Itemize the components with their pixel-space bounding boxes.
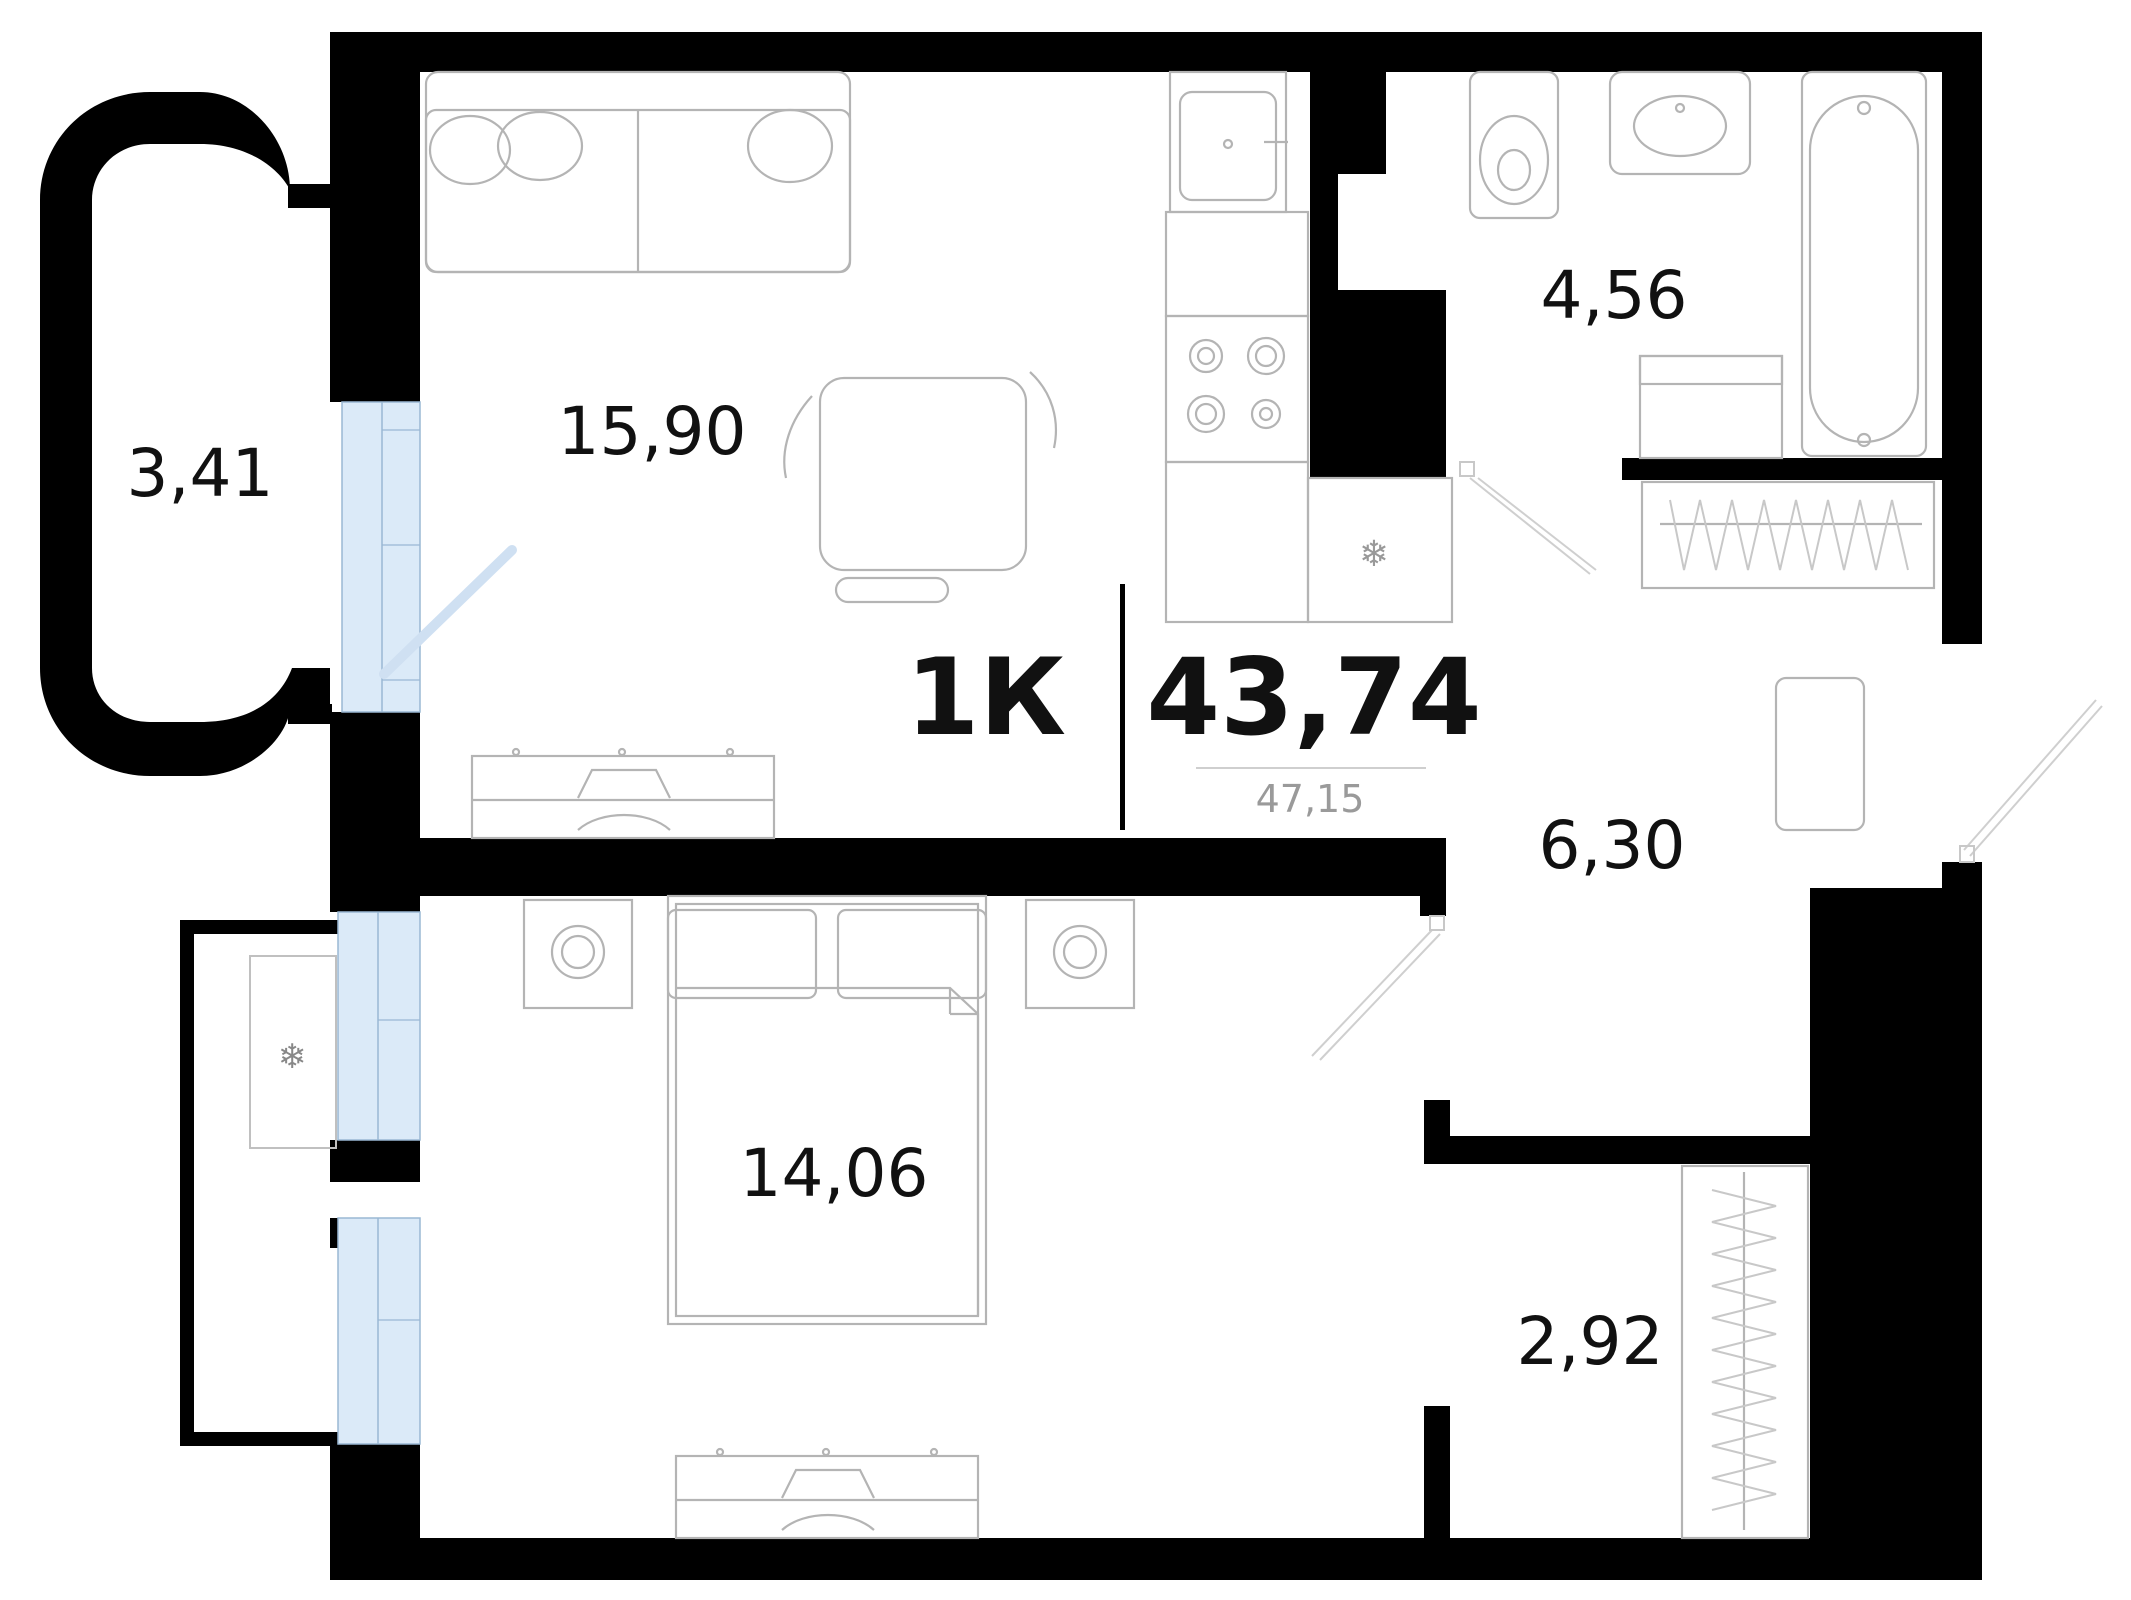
room-area-bathroom: 4,56	[1541, 257, 1688, 334]
nightstands	[522, 898, 1136, 1010]
sofa	[424, 70, 852, 274]
hallway-bench	[1774, 676, 1866, 832]
loggia-rail: ❄	[180, 920, 338, 1446]
windows	[337, 401, 517, 1445]
tv-stand-kitchen	[470, 747, 776, 840]
kitchen-unit: ❄	[1164, 70, 1454, 624]
svg-text:❄: ❄	[1359, 534, 1389, 575]
room-area-wardrobe: 2,92	[1517, 1303, 1664, 1380]
apartment-type: 1К	[906, 636, 1066, 759]
svg-text:❄: ❄	[278, 1037, 307, 1077]
room-area-kitchen-living: 15,90	[558, 393, 747, 470]
room-area-hallway: 6,30	[1539, 807, 1686, 884]
total-area: 43,74	[1146, 636, 1481, 759]
doors	[1311, 461, 2103, 1061]
gross-area: 47,15	[1256, 777, 1365, 821]
title-divider	[1120, 584, 1125, 830]
room-area-balcony-top: 3,41	[127, 435, 274, 512]
balcony-rail	[40, 92, 332, 776]
bath-fixtures	[1468, 70, 1936, 590]
bed	[666, 894, 988, 1326]
wardrobe-rack	[1680, 1164, 1810, 1540]
walls	[330, 32, 1982, 1580]
tv-stand-bedroom	[674, 1447, 980, 1540]
room-area-bedroom: 14,06	[740, 1135, 929, 1212]
dining-table	[783, 371, 1058, 604]
